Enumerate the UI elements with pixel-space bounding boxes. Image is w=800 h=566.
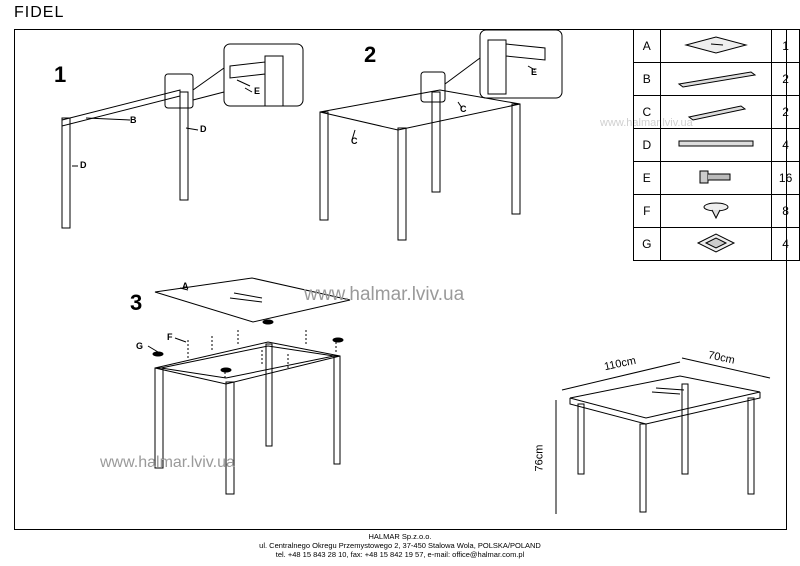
watermark-lower: www.halmar.lviv.ua	[100, 454, 235, 471]
screw-icon	[659, 161, 773, 195]
part-letter: G	[633, 227, 661, 261]
footer: HALMAR Sp.z.o.o. ul. Centralnego Okregu …	[0, 532, 800, 559]
parts-row: D 4	[633, 128, 800, 162]
suction-pad-icon	[659, 194, 773, 228]
part-letter: B	[633, 62, 661, 96]
long-rail-icon	[659, 62, 773, 96]
part-letter: A	[633, 29, 661, 63]
label-c-right: C	[460, 104, 467, 114]
part-quantity: 2	[771, 62, 800, 96]
part-quantity: 4	[771, 227, 800, 261]
glass-top-icon	[659, 29, 773, 63]
label-d-left: D	[80, 160, 87, 170]
footer-company: HALMAR Sp.z.o.o.	[368, 532, 432, 541]
label-c-left: C	[351, 136, 358, 146]
parts-row: G 4	[633, 227, 800, 261]
footer-address: ul. Centralnego Okregu Przemystowego 2, …	[259, 541, 541, 550]
part-quantity: 8	[771, 194, 800, 228]
step-number-1: 1	[54, 62, 67, 87]
dimension-illustration	[555, 357, 771, 514]
parts-row: C 2	[633, 95, 800, 129]
label-e-step2: E	[531, 67, 538, 77]
step-number-2: 2	[364, 42, 377, 67]
dimension-height: 76cm	[533, 444, 546, 472]
part-quantity: 1	[771, 29, 800, 63]
label-g: G	[136, 341, 144, 351]
parts-list-table: A 1 B 2 C 2 D 4 E	[633, 29, 800, 261]
label-f: F	[167, 332, 173, 342]
part-quantity: 2	[771, 95, 800, 129]
parts-row: E 16	[633, 161, 800, 195]
watermark-center: www.halmar.lviv.ua	[304, 284, 465, 305]
part-letter: E	[633, 161, 661, 195]
step1-illustration	[61, 43, 304, 229]
parts-row: B 2	[633, 62, 800, 96]
part-letter: D	[633, 128, 661, 162]
short-rail-icon	[659, 95, 773, 129]
part-quantity: 16	[771, 161, 800, 195]
label-e-step1: E	[254, 86, 261, 96]
step-number-3: 3	[130, 290, 143, 315]
instruction-frame	[14, 29, 787, 530]
leg-cap-icon	[659, 227, 773, 261]
label-a: A	[182, 281, 189, 291]
part-letter: F	[633, 194, 661, 228]
part-letter: C	[633, 95, 661, 129]
part-quantity: 4	[771, 128, 800, 162]
parts-row: A 1	[633, 29, 800, 63]
footer-contact: tel. +48 15 843 28 10, fax: +48 15 842 1…	[275, 550, 525, 559]
label-b: B	[130, 115, 137, 125]
step2-illustration	[319, 29, 563, 241]
document-title: FIDEL	[14, 4, 65, 21]
label-d-right: D	[200, 124, 207, 134]
leg-icon	[659, 128, 773, 162]
step3-illustration	[147, 277, 351, 495]
parts-row: F 8	[633, 194, 800, 228]
